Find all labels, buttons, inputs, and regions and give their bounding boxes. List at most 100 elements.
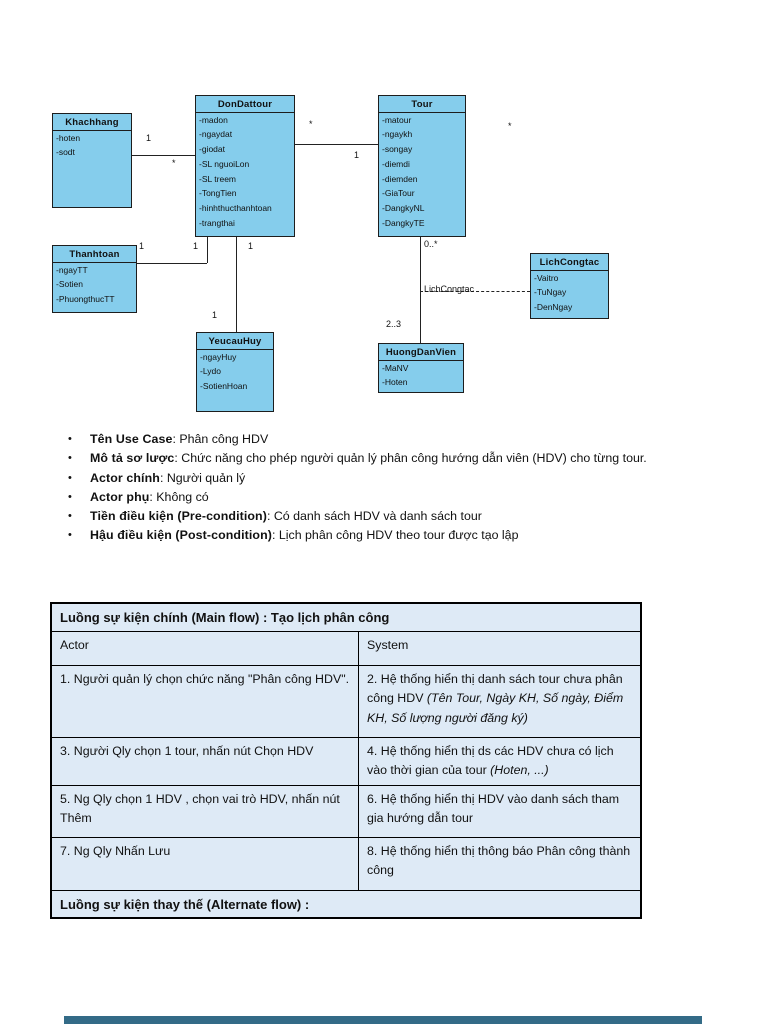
class-attribute: -diemdi	[382, 158, 410, 169]
class-box-dondattour: DonDattour-madon-ngaydat-giodat-SL nguoi…	[195, 95, 295, 237]
class-title: DonDattour	[196, 96, 294, 113]
multiplicity-label: 1	[248, 241, 254, 251]
actor-step-cell: 7. Ng Qly Nhấn Lưu	[50, 836, 359, 891]
table-title-cell: Luồng sự kiện chính (Main flow) : Tạo lị…	[50, 602, 642, 632]
bullet-icon: •	[68, 529, 72, 542]
class-attribute: -Hoten	[382, 377, 408, 388]
column-header-system: System	[358, 630, 642, 666]
multiplicity-label: 1	[146, 133, 152, 143]
class-attribute: -ngaydat	[199, 129, 233, 140]
class-attribute: -trangthai	[199, 218, 235, 229]
association-line	[207, 237, 208, 263]
bullet-text: : Lịch phân công HDV theo tour được tạo …	[271, 528, 519, 543]
system-step-italic-text: (Hoten, ...)	[490, 763, 549, 777]
flow-step-row: 3. Người Qly chọn 1 tour, nhấn nút Chọn …	[50, 736, 642, 786]
class-attribute: -madon	[199, 114, 228, 125]
class-attribute: -MaNV	[382, 362, 409, 373]
next-page-edge	[64, 1016, 702, 1024]
actor-step-cell: 3. Người Qly chọn 1 tour, nhấn nút Chọn …	[50, 736, 359, 786]
class-attribute: -GiaTour	[382, 188, 415, 199]
system-step-italic-text: (Tên Tour, Ngày KH, Số ngày, Điểm KH, Số…	[367, 691, 624, 725]
use-case-bullet-item: •Mô tả sơ lược: Chức năng cho phép người…	[66, 449, 666, 468]
multiplicity-label: 1	[212, 310, 218, 320]
class-attribute: -hoten	[56, 132, 81, 143]
multiplicity-label: 0..*	[424, 239, 438, 249]
class-title: Tour	[379, 96, 465, 113]
class-attribute: -SL treem	[199, 173, 237, 184]
class-attribute: -songay	[382, 144, 413, 155]
association-line	[420, 237, 421, 343]
association-class-dashed-link	[420, 291, 530, 292]
association-line	[132, 155, 195, 156]
class-box-khachhang: Khachhang-hoten -sodt	[52, 113, 132, 208]
class-attribute: -SotienHoan	[200, 381, 248, 392]
class-attribute: -hinhthucthanhtoan	[199, 203, 272, 214]
association-line	[295, 144, 378, 145]
multiplicity-label: 1	[354, 150, 360, 160]
system-step-text: 8. Hệ thống hiển thị thông báo Phân công…	[367, 843, 631, 878]
class-box-lichcongtac: LichCongtac-Vaitro-TuNgay-DenNgay	[530, 253, 609, 319]
class-box-thanhtoan: Thanhtoan-ngayTT-Sotien-PhuongthucTT	[52, 245, 137, 313]
class-attribute: -ngayHuy	[200, 351, 237, 362]
system-step-text: 2. Hệ thống hiển thị danh sách tour chưa…	[367, 671, 623, 706]
bullet-text: : Chức năng cho phép người quản lý phân …	[174, 451, 647, 466]
bullet-label: Mô tả sơ lược	[90, 451, 175, 466]
bullet-label: Actor phụ	[90, 489, 150, 504]
use-case-bullet-item: •Actor chính: Người quản lý	[66, 469, 666, 488]
multiplicity-label: 1	[193, 241, 199, 251]
multiplicity-label: 1	[139, 241, 145, 251]
bullet-label: Hậu điều kiện (Post-condition)	[90, 528, 272, 543]
bullet-label: Actor chính	[90, 470, 160, 485]
class-attribute: -Sotien	[56, 279, 83, 290]
use-case-bullet-item: • Tên Use Case: Phân công HDV	[66, 430, 666, 449]
bullet-label: Tên Use Case	[90, 432, 173, 446]
class-attribute: -TuNgay	[534, 287, 567, 298]
class-title: YeucauHuy	[197, 333, 273, 350]
bullet-label: Tiền điều kiện (Pre-condition)	[90, 509, 267, 524]
actor-step-cell: 1. Người quản lý chọn chức năng "Phân cô…	[50, 664, 359, 738]
class-title: Thanhtoan	[53, 246, 136, 263]
class-box-yeucauhuy: YeucauHuy-ngayHuy -Lydo -SotienHoan	[196, 332, 274, 412]
main-flow-table-body: Luồng sự kiện chính (Main flow) : Tạo lị…	[50, 602, 642, 919]
bullet-text: : Không có	[149, 489, 209, 504]
system-step-cell: 2. Hệ thống hiển thị danh sách tour chưa…	[358, 664, 642, 738]
system-step-cell: 4. Hệ thống hiển thị ds các HDV chưa có …	[358, 736, 642, 786]
class-attribute: -Lydo	[200, 366, 221, 377]
class-attribute: -ngaykh	[382, 129, 413, 140]
class-attribute: -SL nguoiLon	[199, 158, 250, 169]
multiplicity-label: *	[172, 158, 176, 168]
class-title: LichCongtac	[531, 254, 608, 271]
association-line	[236, 237, 237, 332]
class-attribute: -TongTien	[199, 188, 237, 199]
multiplicity-label: *	[309, 119, 313, 129]
class-title: Khachhang	[53, 114, 131, 131]
class-attribute: -DenNgay	[534, 302, 573, 313]
association-name-label: LichCongtac	[424, 284, 475, 294]
class-attribute: -sodt	[56, 147, 75, 158]
class-attribute: -PhuongthucTT	[56, 294, 115, 305]
column-header-actor: Actor	[50, 630, 359, 666]
use-case-bullets: •Tên Use Case: Phân công HDV•Mô tả sơ lư…	[66, 430, 666, 546]
system-step-cell: 6. Hệ thống hiển thị HDV vào danh sách t…	[358, 784, 642, 838]
association-line	[137, 263, 207, 264]
bullet-icon: •	[68, 471, 72, 484]
bullet-text: : Phân công HDV	[172, 432, 269, 446]
system-step-text: 4. Hệ thống hiển thị ds các HDV chưa có …	[367, 743, 614, 778]
class-box-tour: Tour-matour-ngaykh-songay-diemdi-diemden…	[378, 95, 466, 237]
bullet-icon: •	[68, 433, 72, 445]
flow-step-row: 5. Ng Qly chọn 1 HDV , chọn vai trò HDV,…	[50, 784, 642, 838]
flow-step-row: 1. Người quản lý chọn chức năng "Phân cô…	[50, 664, 642, 738]
system-step-cell: 8. Hệ thống hiển thị thông báo Phân công…	[358, 836, 642, 891]
system-step-text: 6. Hệ thống hiển thị HDV vào danh sách t…	[367, 791, 620, 826]
use-case-bullet-item: • Hậu điều kiện (Post-condition): Lịch ph…	[66, 526, 666, 545]
bullet-icon: •	[68, 510, 72, 523]
class-title: HuongDanVien	[379, 344, 463, 361]
main-flow-table: Luồng sự kiện chính (Main flow) : Tạo lị…	[50, 602, 642, 919]
bullet-icon: •	[68, 490, 72, 503]
use-case-bullet-item: • Tiền điều kiện (Pre-condition): Có danh…	[66, 507, 666, 526]
actor-step-cell: 5. Ng Qly chọn 1 HDV , chọn vai trò HDV,…	[50, 784, 359, 838]
bullet-text: : Có danh sách HDV và danh sách tour	[266, 509, 482, 524]
